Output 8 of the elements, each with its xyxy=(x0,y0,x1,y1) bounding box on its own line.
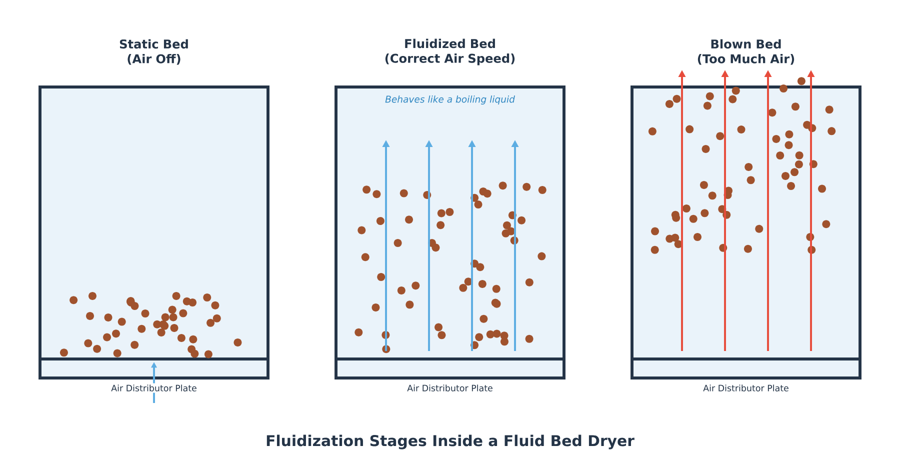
chamber-title: Blown Bed (Too Much Air) xyxy=(698,39,794,65)
note-text: Behaves like a boiling liquid xyxy=(384,94,516,106)
chamber-title: Static Bed (Air Off) xyxy=(120,39,188,65)
caption: Fluidization Stages Inside a Fluid Bed Dryer xyxy=(266,434,634,450)
plate-label: Air Distributor Plate xyxy=(702,383,790,393)
chamber-title: Fluidized Bed (Correct Air Speed) xyxy=(385,38,515,66)
plate-label: Air Distributor Plate xyxy=(406,383,494,393)
plate-label: Air Distributor Plate xyxy=(110,383,198,393)
